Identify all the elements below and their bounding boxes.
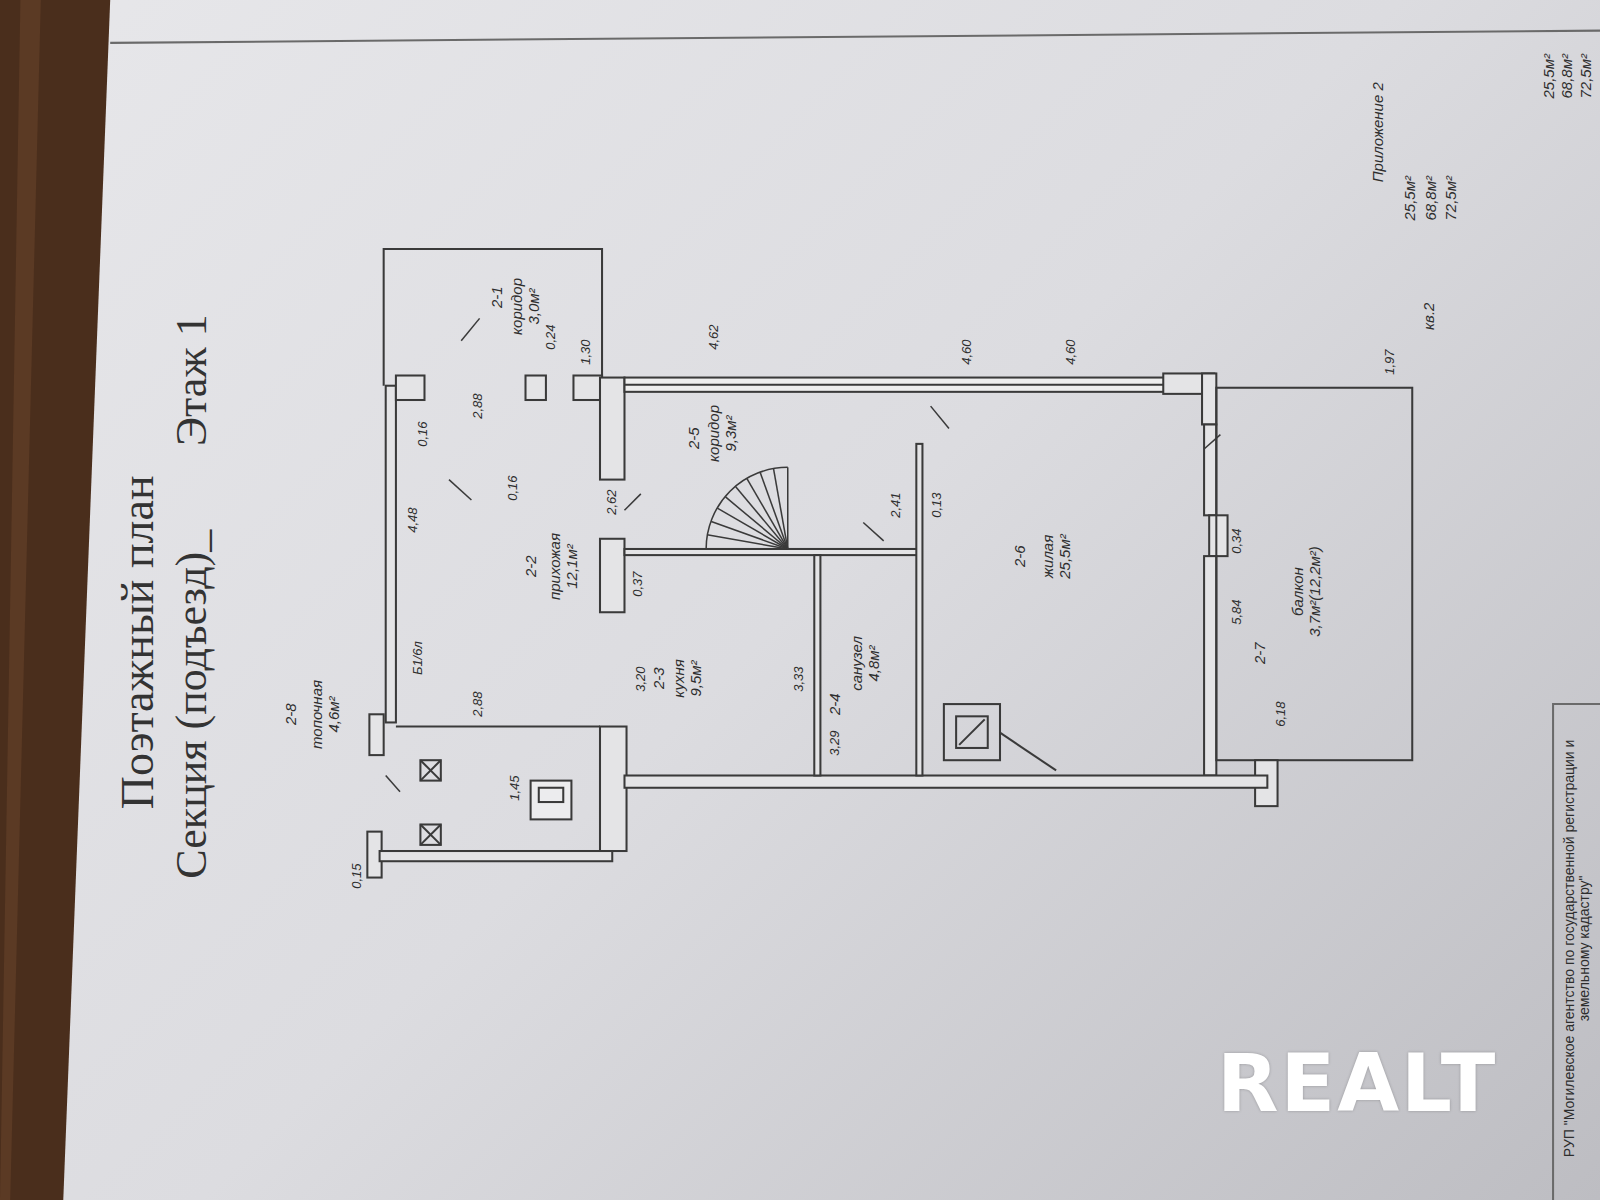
room-number: 2-5 (686, 419, 703, 459)
room-name: кухня 9,5м² (670, 644, 703, 714)
room: 2-6 жилая 25,5м² (922, 392, 1204, 776)
dimension: 6,18 (1273, 689, 1287, 739)
room-number: 2-3 (651, 658, 668, 698)
dimension: 0,37 (631, 559, 645, 609)
dimension: 5,84 (1230, 587, 1244, 637)
room: 2-1коридор 3,0м² (386, 249, 600, 376)
room-number: 2-2 (522, 546, 539, 586)
appendix-note: Приложение 2 (1369, 57, 1386, 207)
watermark: REALT (1177, 1040, 1537, 1128)
room-name: топочная 4,6м² (308, 673, 341, 755)
stamp-frame (1553, 704, 1600, 1200)
room: 2-3кухня 9,5м² (627, 556, 815, 775)
room-number: 2-1 (489, 278, 506, 318)
dimension: 3,20 (634, 654, 648, 704)
room: 2-7 балкон 3,7м²(12,2м²) (1216, 388, 1412, 760)
area-total: 72,5м² (1577, 41, 1594, 111)
symbols (420, 704, 1056, 845)
dimension: 0,34 (1230, 516, 1244, 566)
spiral-stair (706, 467, 788, 549)
dimension: 2,88 (470, 381, 484, 431)
area-total: 25,5м² (1541, 41, 1558, 111)
area-total: 72,5м² (1443, 159, 1460, 239)
area-total: 68,8м² (1559, 41, 1576, 111)
area-total: 25,5м² (1402, 159, 1419, 239)
room-name: балкон 3,7м²(12,2м²) (1290, 531, 1323, 653)
dimension: 2,88 (470, 679, 484, 729)
plan-title: Поэтажный план (112, 408, 163, 878)
dimension: 4,48 (406, 496, 420, 546)
room-name: коридор 9,3м² (706, 395, 739, 473)
dimension: 1,30 (579, 327, 593, 377)
room-name: санузел 4,8м² (849, 627, 882, 699)
dimension: 1,97 (1383, 337, 1397, 387)
room-number: 2-4 (826, 684, 843, 724)
flat-number: кв.2 (1420, 286, 1437, 346)
dimension: 4,60 (960, 327, 974, 377)
sheet-frame (110, 31, 1600, 43)
room: 2-8топочная 4,6м² (388, 727, 600, 851)
dimension: 0,16 (506, 463, 520, 513)
room-number: 2-8 (283, 694, 300, 734)
room-number: 2-6 (1012, 536, 1029, 576)
dimension: 3,33 (792, 654, 806, 704)
wood-grain (0, 0, 41, 1200)
room-name: жилая 25,5м² (1040, 516, 1073, 596)
room-name: коридор 3,0м² (509, 267, 542, 345)
room: 2-5коридор 9,3м² (624, 392, 916, 549)
wood-table (0, 0, 110, 1200)
dimension: 0,15 (350, 851, 364, 901)
dimension: 4,60 (1064, 327, 1078, 377)
dimension: 1,45 (508, 763, 522, 813)
dimension: 3,29 (828, 718, 842, 768)
dimension: 2,62 (605, 477, 619, 527)
agency-stamp: РУП "Могилевское агентство по государств… (1561, 729, 1592, 1169)
area-total: 68,8м² (1422, 159, 1439, 239)
dimension: 4,62 (707, 312, 721, 362)
room: 2-2 прихожая 12,1м² (398, 400, 600, 724)
dimension: 0,24 (544, 312, 558, 362)
walls (367, 249, 1412, 878)
dimension: 0,13 (930, 480, 944, 530)
dimension: Б1/6л (411, 628, 425, 688)
room-name: прихожая 12,1м² (547, 520, 580, 612)
room-number: 2-7 (1252, 633, 1269, 673)
dimension: 0,16 (416, 409, 430, 459)
dimension: 2,41 (889, 480, 903, 530)
door-leaders (386, 318, 1221, 791)
section-heading: Секция (подъезд)_ (168, 494, 216, 914)
floor-heading: Этаж 1 (168, 290, 216, 470)
